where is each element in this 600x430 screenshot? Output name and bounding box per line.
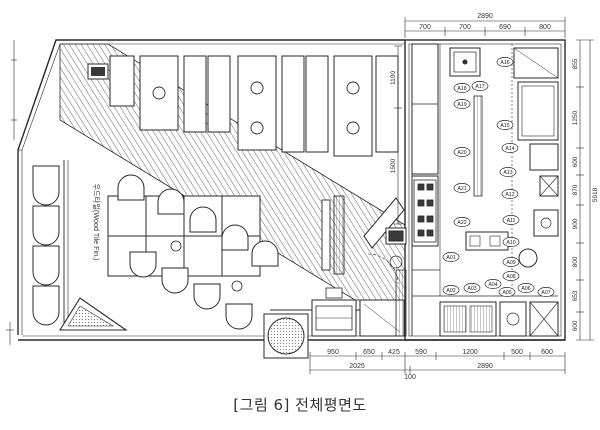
kitchen-equipment	[411, 43, 559, 337]
equipment-tag: A20	[453, 147, 471, 157]
dim-left-2: 1500	[390, 158, 397, 173]
dim-bottom-8: 2025	[349, 363, 365, 370]
dim-bottom-1: 950	[327, 349, 339, 356]
equipment-tag: A04	[484, 279, 502, 289]
dim-right-total: 5918	[592, 187, 599, 202]
equipment-tag: A06	[517, 283, 535, 293]
equipment-tag-label: A11	[507, 218, 516, 224]
equipment-tag-label: A22	[457, 220, 466, 226]
equipment-tag-label: A18	[457, 86, 466, 92]
equipment-tag: A17	[471, 81, 489, 91]
equipment-tag: A05	[498, 287, 516, 297]
top-dimension-labels: 2890 700 700 690 800	[419, 13, 551, 31]
equipment-tag-label: A12	[505, 192, 514, 198]
equipment-tag: A12	[501, 189, 519, 199]
equipment-tag: A10	[502, 237, 520, 247]
dim-bottom-10: 2890	[477, 363, 493, 370]
equipment-tag-label: A14	[505, 146, 514, 152]
communal-chairs	[117, 174, 279, 330]
dim-right-2: 1250	[572, 110, 579, 125]
dimension-lines	[309, 17, 594, 374]
dim-left-1: 1100	[390, 71, 397, 85]
equipment-tag-label: A10	[506, 240, 515, 246]
equipment-tag-label: A15	[500, 123, 509, 129]
dim-bottom-7: 600	[541, 349, 553, 356]
dim-bottom-4: 590	[415, 349, 427, 356]
equipment-tag: A08	[502, 271, 520, 281]
dim-top-3: 690	[499, 24, 511, 31]
equipment-tag: A15	[496, 120, 514, 130]
dim-top-1: 700	[419, 24, 431, 31]
equipment-tag-label: A19	[457, 102, 466, 108]
top-tables	[109, 55, 399, 157]
dim-top-2: 700	[459, 24, 471, 31]
equipment-tag: A11	[502, 215, 520, 225]
floor-plan-drawing: 우드타일(Wood Tile Fin.)	[6, 13, 599, 381]
triangle-planter	[59, 297, 128, 331]
right-dimension-labels: 5918 855 1250 600 870 900 800 653 600	[572, 58, 599, 331]
equipment-tag-label: A05	[502, 290, 511, 296]
dim-bottom-2: 650	[363, 349, 375, 356]
dim-top-4: 800	[539, 24, 551, 31]
equipment-tag: A19	[453, 99, 471, 109]
equipment-tag: A01	[442, 252, 460, 262]
left-dimension-labels: 1100 1500	[390, 71, 397, 174]
dim-bottom-3: 425	[388, 349, 400, 356]
equipment-tag-label: A07	[541, 290, 550, 296]
equipment-tag-label: A16	[500, 60, 509, 66]
dim-right-8: 600	[572, 320, 579, 331]
bar-stools-left	[32, 160, 69, 330]
equipment-tag: A14	[501, 143, 519, 153]
floor-note: 우드타일(Wood Tile Fin.)	[92, 183, 101, 260]
equipment-tag-label: A06	[521, 286, 530, 292]
equipment-tag: A07	[537, 287, 555, 297]
dim-right-3: 600	[572, 156, 579, 167]
entrance-features	[6, 40, 109, 345]
dim-bottom-9: 100	[404, 374, 416, 381]
equipment-tag-label: A04	[488, 282, 497, 288]
equipment-tag-label: A08	[506, 274, 515, 280]
equipment-tag: A16	[496, 57, 514, 67]
equipment-tag-label: A21	[457, 186, 466, 192]
equipment-tag: A21	[453, 183, 471, 193]
equipment-tag-label: A02	[446, 288, 455, 294]
equipment-tag: A02	[442, 285, 460, 295]
equipment-tag: A18	[453, 83, 471, 93]
equipment-tag-label: A20	[457, 150, 466, 156]
dim-bottom-5: 1200	[462, 349, 478, 356]
dim-right-4: 870	[572, 184, 579, 195]
equipment-tag: A22	[453, 217, 471, 227]
equipment-tag: A09	[502, 257, 520, 267]
dim-right-1: 855	[572, 58, 579, 69]
equipment-tag-label: A03	[467, 286, 476, 292]
dim-top-total: 2890	[477, 13, 493, 20]
equipment-tag: A03	[463, 283, 481, 293]
dim-right-6: 800	[572, 256, 579, 267]
dim-bottom-6: 500	[511, 349, 523, 356]
figure-caption: [그림 6] 전체평면도	[233, 396, 367, 414]
kitchen-entry	[311, 197, 407, 337]
equipment-tag-label: A01	[446, 255, 455, 261]
dim-right-7: 653	[572, 290, 579, 301]
equipment-tag-label: A13	[503, 170, 512, 176]
equipment-tag-label: A09	[506, 260, 515, 266]
equipment-tag: A13	[499, 167, 517, 177]
dim-right-5: 900	[572, 218, 579, 229]
equipment-tag-label: A17	[475, 84, 484, 90]
round-planter	[263, 313, 309, 359]
bottom-dimension-labels: 950 650 425 590 1200 500 600 2025 100 28…	[327, 349, 553, 381]
